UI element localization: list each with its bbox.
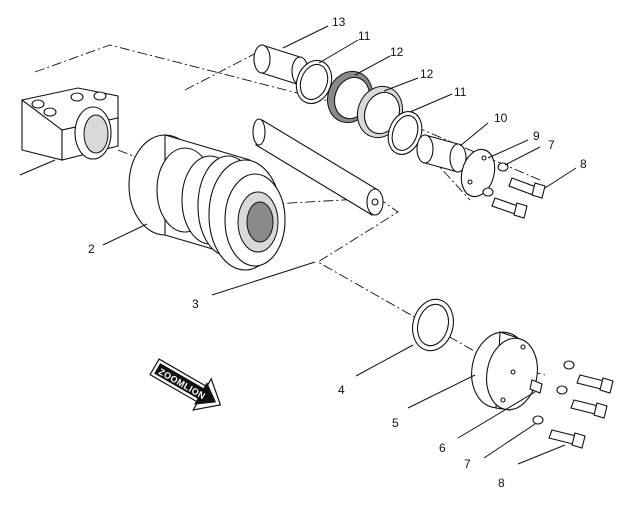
callout-9: 9: [533, 129, 540, 143]
callout-12-a: 12: [390, 45, 404, 59]
callout-8-lower: 8: [498, 476, 505, 490]
roller-body: [128, 134, 286, 271]
callout-7-upper: 7: [548, 138, 555, 152]
callout-10: 10: [494, 111, 508, 125]
support-bracket: [21, 87, 119, 161]
washers-bolts-upper: [482, 162, 546, 219]
callout-3: 3: [192, 297, 199, 311]
callout-7-lower: 7: [464, 457, 471, 471]
leader-lines: [19, 25, 577, 465]
o-ring-4: [411, 298, 455, 352]
end-cover-5: [471, 331, 543, 411]
callout-4: 4: [338, 383, 345, 397]
shaft: [252, 118, 384, 216]
callout-12-b: 12: [420, 67, 434, 81]
callout-6: 6: [439, 441, 446, 455]
callout-8-upper: 8: [580, 157, 587, 171]
end-plate-9: [460, 148, 496, 198]
o-ring-11-lower: [387, 111, 423, 155]
collar-10: [416, 134, 467, 173]
direction-arrow: ZOOMLION: [149, 358, 222, 411]
washers-bolts-lower: [532, 360, 614, 449]
callout-13: 13: [332, 15, 346, 29]
callout-11-upper: 11: [358, 29, 371, 43]
bushing-13: [253, 44, 309, 86]
callout-5: 5: [392, 416, 399, 430]
callout-2: 2: [88, 242, 95, 256]
o-ring-11-upper: [295, 59, 333, 105]
callout-labels: 13 11 12 12 11 10 9 7 8 2 3 4 5 6 7 8: [88, 15, 587, 490]
callout-11-lower: 11: [454, 85, 467, 99]
